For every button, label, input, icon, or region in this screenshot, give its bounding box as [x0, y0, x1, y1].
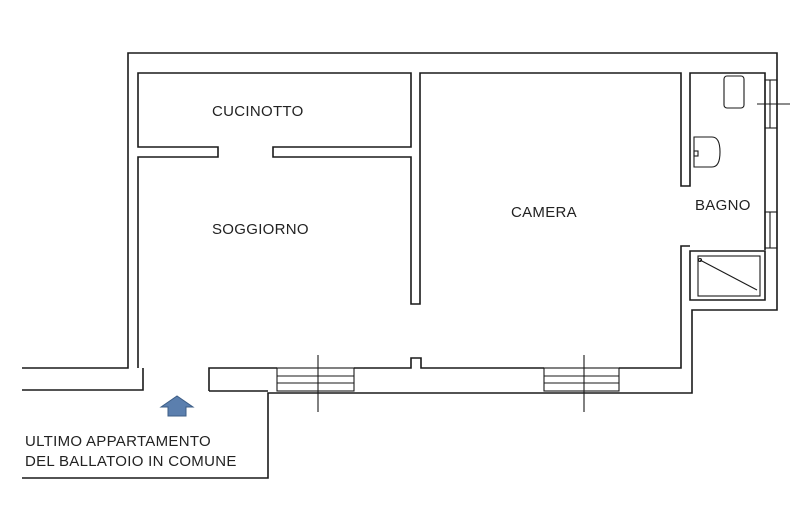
toilet-icon [723, 75, 745, 109]
window-bottom-left [276, 355, 355, 412]
arrow-up-icon [159, 395, 195, 417]
inner-wall-living [137, 72, 766, 368]
shower-tray-icon [697, 255, 761, 297]
window-bathroom-lower [764, 211, 778, 249]
inner-wall-bathroom-lower [689, 250, 766, 301]
room-label-bathroom: BAGNO [695, 197, 751, 214]
room-label-kitchenette: CUCINOTTO [212, 103, 304, 120]
inner-wall-bathroom [619, 245, 690, 369]
inner-wall-bottom [208, 357, 544, 391]
entrance-note-line1: ULTIMO APPARTAMENTO [25, 433, 211, 450]
outer-wall-outline [22, 52, 778, 479]
window-bottom-right [543, 355, 620, 412]
corridor-inner-line [22, 368, 144, 391]
entrance-note-line2: DEL BALLATOIO IN COMUNE [25, 453, 237, 470]
room-label-living: SOGGIORNO [212, 221, 309, 238]
window-bathroom-top [757, 79, 790, 129]
room-label-bedroom: CAMERA [511, 204, 577, 221]
sink-icon [693, 136, 721, 168]
